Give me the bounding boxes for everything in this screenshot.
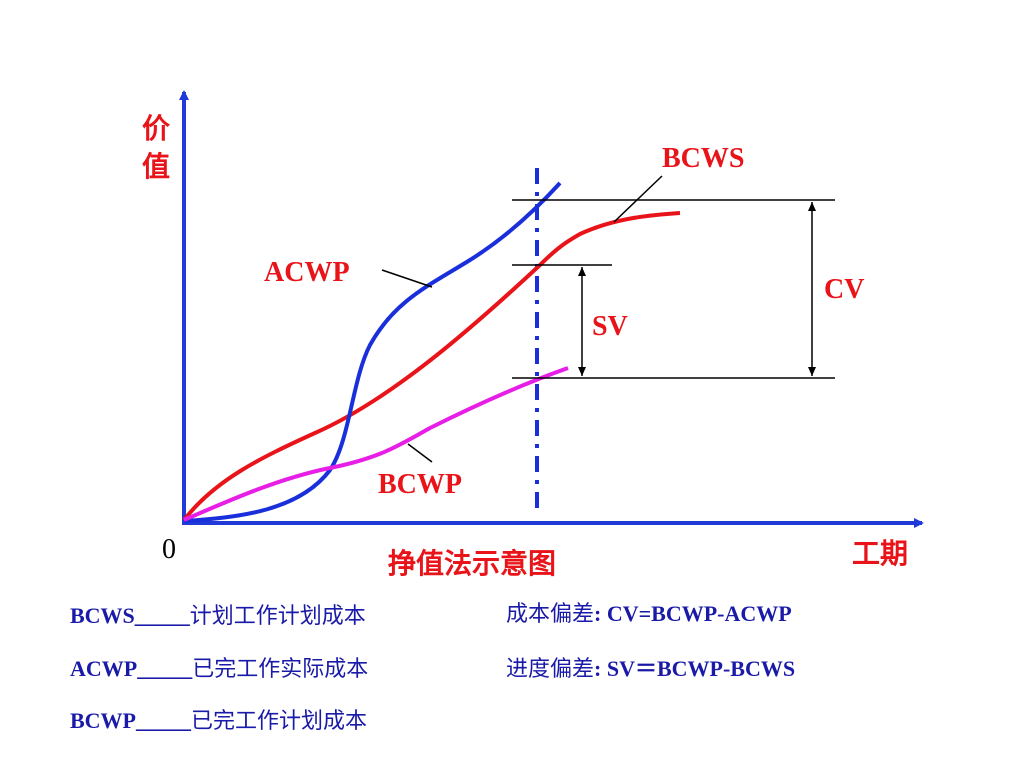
cv-label: CV [824,274,864,305]
definition-term: BCWP [70,708,136,733]
y-axis-label-top: 价 [142,112,171,145]
acwp-curve [183,181,562,523]
formula-separator: : [594,656,607,681]
definition-separator: _____ [134,603,190,628]
formula-name: 成本偏差 [506,602,595,627]
bcwp-curve [183,366,569,522]
definition-desc: 已完工作计划成本 [191,709,368,734]
bcws-curve [182,211,681,522]
definition-desc: 计划工作计划成本 [189,604,366,629]
bcws-leader-line [613,175,663,223]
definition-bcws: BCWS_____计划工作计划成本 [70,598,366,630]
definition-desc: 已完工作实际成本 [192,657,369,682]
sv-label: SV [592,311,628,342]
formula-name: 进度偏差 [506,657,595,682]
definition-acwp: ACWP_____已完工作实际成本 [70,651,368,683]
acwp-label: ACWP [264,257,350,288]
formula-schedule-variance: 进度偏差: SV＝BCWP-BCWS [506,651,795,683]
formula-expression: SV＝BCWP-BCWS [606,656,796,681]
origin-label: 0 [162,534,176,565]
formula-expression: CV=BCWP-ACWP [606,601,792,626]
definition-bcwp: BCWP_____已完工作计划成本 [70,703,367,735]
bcwp-label: BCWP [378,469,462,500]
diagram-title: 挣值法示意图 [388,547,556,580]
definition-separator: _____ [137,656,193,681]
definition-term: ACWP [70,656,138,681]
formula-separator: : [594,601,607,626]
bcwp-leader-line [407,443,433,463]
definition-separator: _____ [136,708,191,733]
acwp-leader-line [381,269,433,288]
definition-term: BCWS [70,603,135,628]
y-axis-label-bottom: 值 [142,150,170,183]
formula-cost-variance: 成本偏差: CV=BCWP-ACWP [506,596,792,628]
bcws-label: BCWS [662,143,744,174]
x-axis-label: 工期 [852,537,908,570]
